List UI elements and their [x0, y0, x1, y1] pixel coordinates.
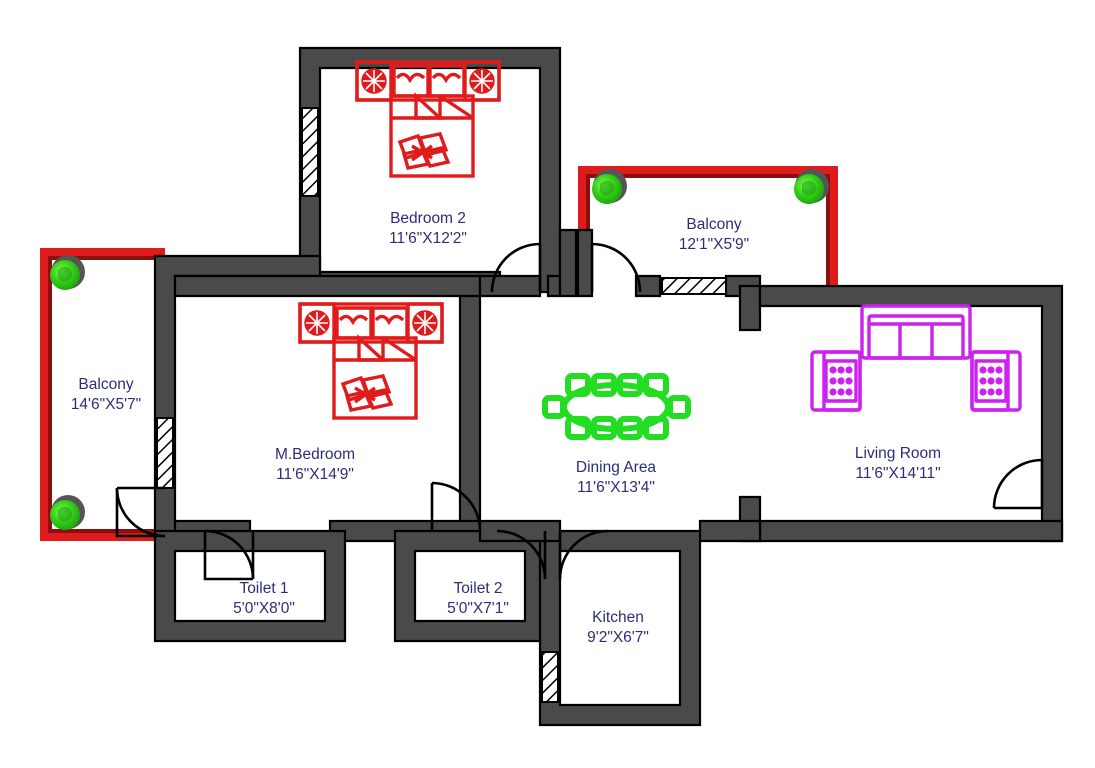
bed-icon-bedroom2 — [355, 60, 501, 178]
window-dining-north — [661, 277, 727, 295]
wall-dining-north-a — [478, 274, 542, 298]
room-name-dining: Dining Area — [576, 459, 657, 476]
potted-plant-icon-balcony-right-right — [794, 169, 829, 204]
window-bedroom2-west — [301, 107, 319, 197]
wall-living-south — [758, 519, 1064, 543]
room-dims-dining: 11'6"X13'4" — [577, 479, 655, 496]
wall-dining-north-b — [546, 274, 562, 298]
door-balcony-right — [590, 242, 642, 293]
room-name-balcony-right: Balcony — [686, 216, 741, 233]
window-mbedroom-west — [156, 417, 174, 489]
room-name-mbedroom: M.Bedroom — [275, 446, 355, 463]
room-label-dining: Dining Area 11'6"X13'4" — [576, 459, 657, 496]
room-dims-bedroom2: 11'6"X12'2" — [389, 230, 467, 247]
room-name-bedroom2: Bedroom 2 — [390, 210, 466, 227]
wall-toilet1 — [153, 529, 347, 643]
structural-walls — [153, 46, 1064, 727]
room-label-balcony-left: Balcony 14'6"X5'7" — [71, 376, 141, 413]
wall-kitchen — [538, 529, 702, 727]
room-label-toilet1: Toilet 1 5'0"X8'0" — [233, 580, 295, 617]
door-bedroom2 — [490, 242, 542, 293]
sofa-icon — [860, 304, 972, 360]
armchair-icon-left — [810, 350, 862, 412]
room-dims-mbedroom: 11'6"X14'9" — [276, 466, 354, 483]
door-balcony-left — [115, 486, 166, 538]
armchair-icon-right — [970, 350, 1022, 412]
dining-table-icon — [542, 373, 691, 440]
wall-mbedroom-north — [173, 274, 482, 298]
potted-plant-icon-balcony-left-top — [50, 255, 85, 290]
room-labels: Bedroom 2 11'6"X12'2" Balcony 12'1"X5'9"… — [71, 210, 941, 646]
room-name-living: Living Room — [855, 445, 941, 462]
door-kitchen — [558, 529, 609, 580]
room-label-bedroom2: Bedroom 2 11'6"X12'2" — [389, 210, 467, 247]
room-name-balcony-left: Balcony — [78, 376, 133, 393]
room-label-living: Living Room 11'6"X14'11" — [855, 445, 941, 482]
door-mbedroom — [430, 481, 482, 532]
room-dims-kitchen: 9'2"X6'7" — [587, 629, 649, 646]
room-label-toilet2: Toilet 2 5'0"X7'1" — [447, 580, 509, 617]
door-toilet1 — [203, 529, 255, 581]
room-dims-balcony-right: 12'1"X5'9" — [679, 236, 749, 253]
window-kitchen-west — [541, 651, 559, 703]
room-dims-living: 11'6"X14'11" — [855, 465, 940, 482]
room-label-balcony-right: Balcony 12'1"X5'9" — [679, 216, 749, 253]
doors — [115, 242, 1044, 581]
wall-dining-partition-b — [576, 228, 594, 298]
wall-dining-north-c — [634, 274, 662, 298]
room-dims-toilet2: 5'0"X7'1" — [447, 600, 509, 617]
potted-plant-icon-balcony-left-bottom — [50, 495, 85, 530]
room-name-toilet1: Toilet 1 — [239, 580, 288, 597]
bed-icon-mbedroom — [298, 302, 444, 420]
wall-dining-partition — [558, 228, 578, 298]
room-name-toilet2: Toilet 2 — [453, 580, 502, 597]
windows — [156, 107, 727, 703]
potted-plant-icon-balcony-right-left — [592, 169, 627, 204]
door-living-entry — [992, 458, 1044, 510]
room-name-kitchen: Kitchen — [592, 609, 644, 626]
room-label-kitchen: Kitchen 9'2"X6'7" — [587, 609, 649, 646]
wall-stub-living-top — [738, 284, 762, 332]
room-dims-balcony-left: 14'6"X5'7" — [71, 396, 141, 413]
wall-dining-east-lower — [698, 519, 762, 543]
door-toilet2 — [496, 529, 547, 580]
room-dims-toilet1: 5'0"X8'0" — [233, 600, 295, 617]
room-label-mbedroom: M.Bedroom 11'6"X14'9" — [275, 446, 355, 483]
